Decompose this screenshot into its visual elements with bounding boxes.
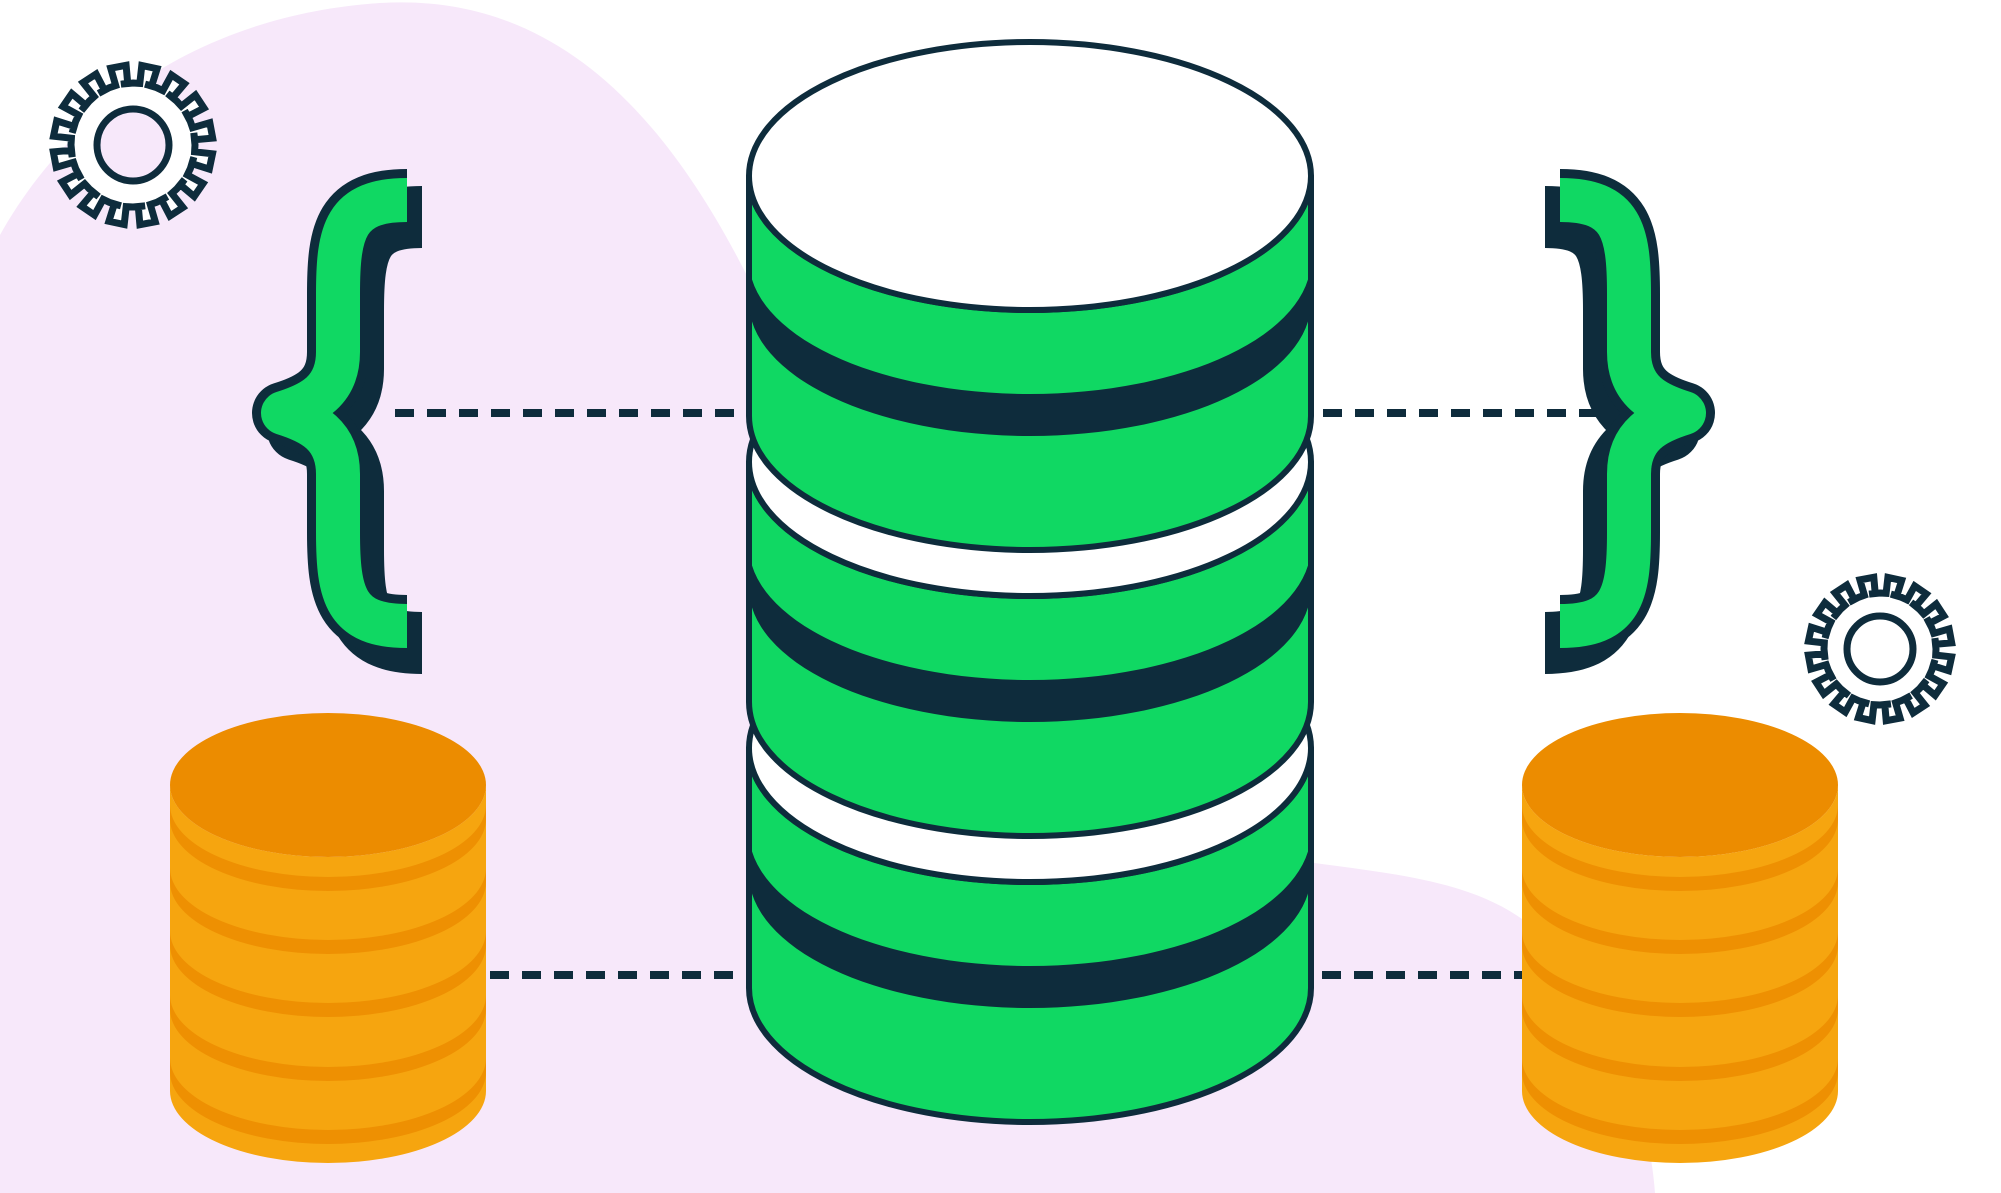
right-curly-brace-icon [1543,169,1715,674]
gear-icon-top-left [49,61,217,229]
left-coin-stack [170,713,486,1163]
gear-icon-right [1804,573,1956,725]
right-coin-stack [1522,713,1838,1163]
left-curly-brace-icon [252,169,424,674]
central-database [746,39,1314,1125]
